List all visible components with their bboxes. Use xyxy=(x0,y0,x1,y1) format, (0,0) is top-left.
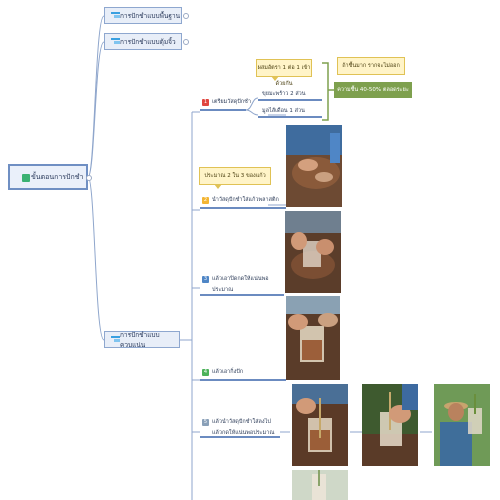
material-item[interactable]: ขุยมะพร้าว 2 ส่วน xyxy=(262,91,306,97)
step-number-badge: 5 xyxy=(202,418,209,426)
step-number-badge: 1 xyxy=(202,98,209,106)
root-label: ขั้นตอนการปักชำ xyxy=(31,172,84,181)
photo-cutting-planted xyxy=(292,384,348,466)
step-label-line: แล้วเอาปิดกดให้แน่นพอ xyxy=(212,276,269,282)
step-2[interactable]: 2 นำวัสดุปักชำใส่แก้วพลาสติก xyxy=(202,196,279,204)
step-underline xyxy=(200,294,284,296)
collapse-toggle[interactable] xyxy=(183,39,189,45)
step-4[interactable]: 4 แล้วเอากิ่งปัก xyxy=(202,368,243,376)
photo-filling-cup xyxy=(285,211,341,293)
collapse-toggle[interactable] xyxy=(86,175,92,181)
step-underline xyxy=(200,207,286,209)
branch-label: การปักชำแบบตุ้มจิ้ว xyxy=(120,37,176,46)
topic-icon xyxy=(111,336,120,343)
step-underline xyxy=(200,379,286,381)
mix-note[interactable]: ผสมอัตรา 1 ต่อ 1 เข้าด้วยกัน xyxy=(256,59,312,87)
step-label: นำวัสดุปักชำใส่แก้วพลาสติก xyxy=(212,197,279,203)
step-5[interactable]: 5 แล้วนำวัสดุปักชำใส่ลงไป แล้วกดให้แน่นพ… xyxy=(202,418,274,437)
item-underline xyxy=(258,99,322,101)
branch-condensed[interactable]: การปักชำแบบควบแน่น xyxy=(104,330,180,349)
tip-note[interactable]: ถ้าชื้นมาก รากจะไม่ออก xyxy=(337,57,405,75)
step-label-line: แล้วนำวัสดุปักชำใส่ลงไป xyxy=(212,419,271,425)
photo-pressing-cup xyxy=(286,296,340,380)
humidity-box[interactable]: ความชื้น 40-50% ตลอดระยะเวลา xyxy=(334,82,412,109)
item-underline xyxy=(258,116,322,118)
step-label: เตรียมวัสดุปักชำ xyxy=(212,99,251,105)
edit-icon xyxy=(22,174,30,182)
branch-label: การปักชำแบบควบแน่น xyxy=(120,330,160,349)
photo-farmer-holding-cup xyxy=(434,384,490,466)
photo-next-step xyxy=(292,470,348,500)
branch-label: การปักชำแบบพื้นฐาน xyxy=(120,11,181,20)
step-underline xyxy=(200,436,280,438)
material-item[interactable]: มูลไส้เดือน 1 ส่วน xyxy=(262,108,305,114)
amount-note[interactable]: ประมาณ 2 ใน 3 ของแก้ว xyxy=(199,167,271,189)
step-underline xyxy=(200,109,246,111)
step-number-badge: 4 xyxy=(202,368,209,376)
step-3[interactable]: 3 แล้วเอาปิดกดให้แน่นพอ ประมาณ xyxy=(202,275,269,294)
step-number-badge: 3 xyxy=(202,275,209,283)
branch-tumjiu[interactable]: การปักชำแบบตุ้มจิ้ว xyxy=(104,33,182,50)
branch-basic[interactable]: การปักชำแบบพื้นฐาน xyxy=(104,7,182,24)
collapse-toggle[interactable] xyxy=(183,13,189,19)
root-node[interactable]: ขั้นตอนการปักชำ xyxy=(8,164,88,190)
step-number-badge: 2 xyxy=(202,196,209,204)
step-label-line: แล้วกดให้แน่นพอประมาณ xyxy=(212,430,275,436)
photo-pressing-cutting xyxy=(362,384,418,466)
step-label-line: ประมาณ xyxy=(212,287,234,293)
step-label: แล้วเอากิ่งปัก xyxy=(212,369,244,375)
step-1[interactable]: 1 เตรียมวัสดุปักชำ xyxy=(202,98,251,106)
topic-icon xyxy=(111,38,120,45)
topic-icon xyxy=(111,12,120,19)
photo-potting-mix xyxy=(286,125,342,207)
